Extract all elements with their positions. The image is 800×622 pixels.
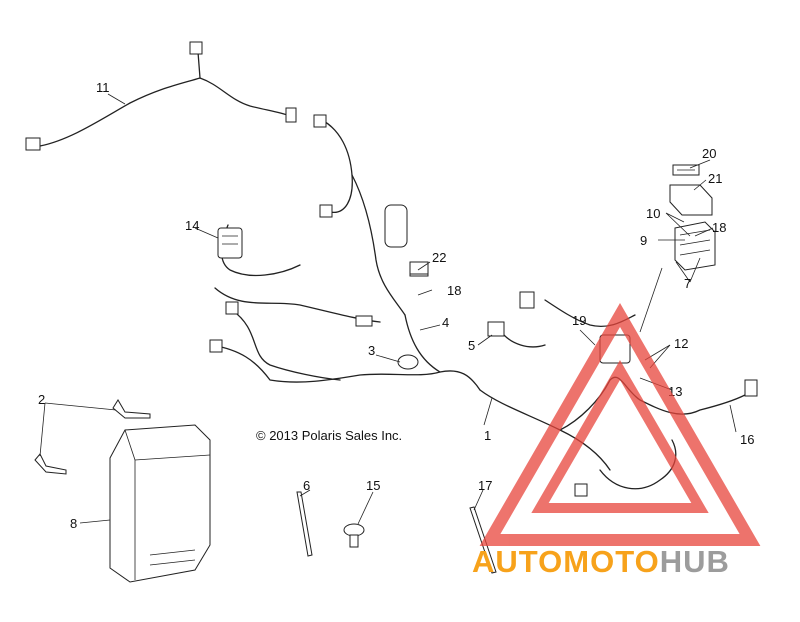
callout-labels: 11 14 2 3 4 5 18 22 1 6 15 17 8 16 19 9 …	[38, 80, 754, 531]
callout-16: 16	[740, 432, 754, 447]
callout-18-left: 18	[447, 283, 461, 298]
callout-10: 10	[646, 206, 660, 221]
relay-group	[669, 164, 716, 271]
callout-20: 20	[702, 146, 716, 161]
callout-18-right: 18	[712, 220, 726, 235]
callout-9: 9	[640, 233, 647, 248]
harness-13	[25, 41, 297, 151]
callout-19: 19	[572, 313, 586, 328]
cable-tie-6	[296, 491, 313, 557]
cable-tie-17	[469, 506, 497, 574]
module-8	[109, 424, 211, 583]
callout-15: 15	[366, 478, 380, 493]
callout-17: 17	[478, 478, 492, 493]
connector-14	[217, 227, 243, 259]
watermark-logo: AUTOMOTOHUB	[472, 303, 761, 579]
callout-6: 6	[303, 478, 310, 493]
warning-triangle-icon	[479, 303, 761, 546]
callout-4: 4	[442, 315, 449, 330]
callout-3: 3	[368, 343, 375, 358]
callout-21: 21	[708, 171, 722, 186]
copyright-text: © 2013 Polaris Sales Inc.	[256, 428, 402, 443]
clip-15	[343, 523, 365, 548]
callout-22: 22	[432, 250, 446, 265]
connector-22	[409, 261, 429, 275]
callout-5: 5	[468, 338, 475, 353]
grommet-3	[397, 354, 419, 370]
callout-8: 8	[70, 516, 77, 531]
watermark-word-1: AUTOMOTO	[472, 544, 660, 579]
callout-13: 11	[96, 80, 110, 95]
watermark-word-2: HUB	[660, 544, 730, 579]
callout-14: 14	[185, 218, 199, 233]
callout-7: 7	[684, 276, 691, 291]
svg-text:AUTOMOTOHUB: AUTOMOTOHUB	[472, 544, 730, 579]
callout-11: 12	[674, 336, 688, 351]
callout-2: 2	[38, 392, 45, 407]
callout-1: 1	[484, 428, 491, 443]
